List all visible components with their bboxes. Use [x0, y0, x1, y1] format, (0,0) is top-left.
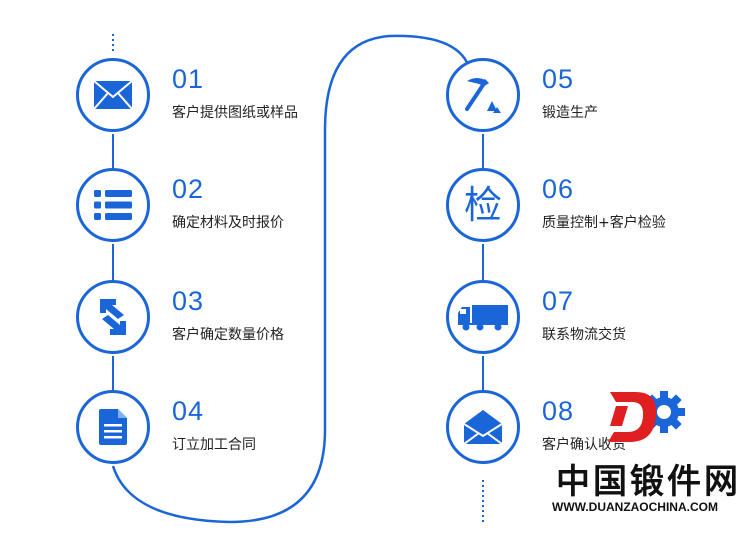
step-01-label: 客户提供图纸或样品 [172, 105, 298, 121]
step-03-label: 客户确定数量价格 [172, 327, 284, 343]
step-03-number: 03 [172, 286, 205, 316]
step-05-number: 05 [542, 64, 575, 94]
step-06: 检 06 质量控制+客户检验 [446, 168, 676, 248]
step-02-number: 02 [172, 174, 205, 204]
step-07: 07 联系物流交货 [446, 280, 676, 360]
step-08-number: 08 [542, 396, 575, 426]
step-01-circle [76, 58, 150, 132]
step-07-label: 联系物流交货 [542, 327, 626, 343]
brand-url: WWW.DUANZAOCHINA.COM [552, 500, 718, 514]
truck-icon [458, 305, 508, 331]
step-08-circle [446, 390, 520, 464]
step-02-label: 确定材料及时报价 [172, 215, 284, 231]
step-02-circle [76, 168, 150, 242]
envelope-icon [93, 80, 133, 110]
step-06-number: 06 [542, 174, 575, 204]
step-04-number: 04 [172, 396, 205, 426]
step-05: 05 锻造生产 [446, 58, 676, 138]
step-01: 01 客户提供图纸或样品 [76, 58, 306, 138]
step-04-label: 订立加工合同 [172, 437, 256, 453]
exchange-arrows-icon [100, 299, 126, 335]
step-03-circle [76, 280, 150, 354]
step-08: 08 客户确认收货 [446, 390, 676, 470]
step-06-circle: 检 [446, 168, 520, 242]
step-04-circle [76, 390, 150, 464]
step-05-circle [446, 58, 520, 132]
step-07-number: 07 [542, 286, 575, 316]
step-03: 03 客户确定数量价格 [76, 280, 306, 360]
step-08-label: 客户确认收货 [542, 437, 626, 453]
document-icon [99, 409, 127, 445]
hammer-icon [465, 78, 501, 113]
step-07-circle [446, 280, 520, 354]
step-05-label: 锻造生产 [542, 105, 598, 121]
s-curve-connector [111, 34, 472, 524]
step-04: 04 订立加工合同 [76, 390, 306, 470]
brand-name: 中国锻件网 [556, 462, 741, 502]
step-06-label: 质量控制+客户检验 [542, 215, 666, 231]
list-icon [94, 190, 132, 220]
brand-logo-icon [608, 391, 685, 442]
inspect-character-icon: 检 [463, 183, 502, 227]
step-02: 02 确定材料及时报价 [76, 168, 306, 248]
step-01-number: 01 [172, 64, 205, 94]
open-envelope-icon [464, 410, 502, 444]
